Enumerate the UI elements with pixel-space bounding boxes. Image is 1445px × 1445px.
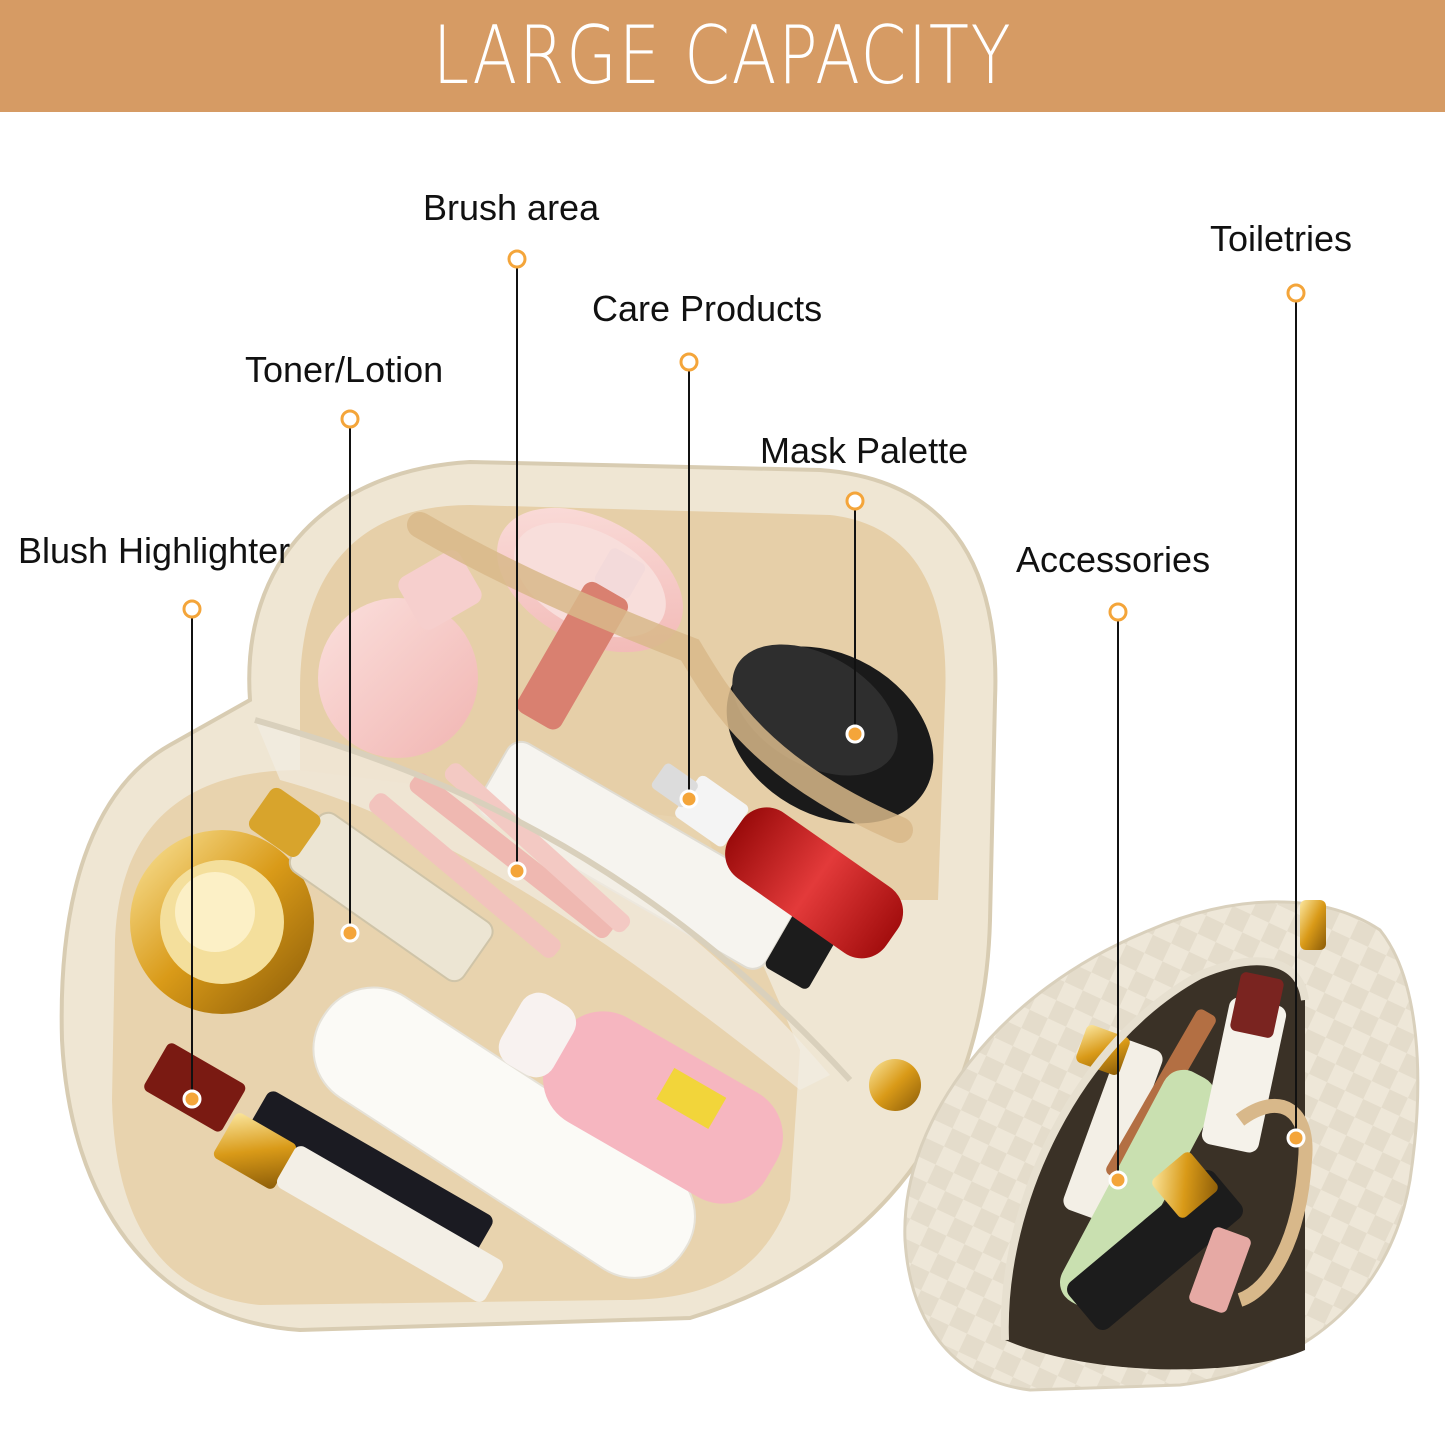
callout-accessories: [1108, 602, 1128, 1190]
callout-end-marker: [1108, 1170, 1128, 1190]
callout-blush-highlighter: [182, 599, 202, 1109]
small-bag-zipper-pull: [1300, 900, 1326, 950]
callout-top-marker: [340, 409, 360, 429]
callout-top-marker: [507, 249, 527, 269]
callout-end-marker: [679, 789, 699, 809]
large-cosmetic-bag: [59, 459, 998, 1333]
callout-end-marker: [1286, 1128, 1306, 1148]
callout-label-blush-highlighter: Blush Highlighter: [18, 530, 291, 571]
callout-mask-palette: [845, 491, 865, 744]
callout-top-marker: [182, 599, 202, 619]
banner-title: LARGE CAPACITY: [432, 9, 1013, 102]
callout-label-toner-lotion: Toner/Lotion: [245, 349, 444, 390]
lipsticks: [144, 1043, 503, 1302]
callout-top-marker: [1108, 602, 1128, 622]
callout-brush-area: [507, 249, 527, 881]
small-bag-contents: [1059, 972, 1313, 1330]
callout-top-marker: [679, 352, 699, 372]
callout-end-marker: [340, 923, 360, 943]
callout-toner-lotion: [340, 409, 360, 943]
callout-label-accessories: Accessories: [1016, 539, 1211, 580]
callout-label-toiletries: Toiletries: [1210, 218, 1353, 259]
callout-label-brush-area: Brush area: [423, 187, 600, 228]
callout-end-marker: [845, 724, 865, 744]
pink-cleanser-bottle: [498, 992, 783, 1204]
callout-label-care-products: Care Products: [592, 288, 823, 329]
callout-top-marker: [1286, 283, 1306, 303]
small-cosmetic-bag: [903, 900, 1420, 1392]
callout-toiletries: [1286, 283, 1306, 1148]
callout-end-marker: [182, 1089, 202, 1109]
callout-end-marker: [507, 861, 527, 881]
callout-care-products: [679, 352, 699, 809]
glass-serum-bottle: [248, 787, 494, 983]
zipper-pull-disc: [869, 1059, 921, 1111]
pink-round-bottle: [318, 550, 482, 758]
header-banner: LARGE CAPACITY: [0, 0, 1445, 112]
white-lotion-bottle: [312, 986, 696, 1279]
callout-top-marker: [845, 491, 865, 511]
callout-label-mask-palette: Mask Palette: [760, 430, 969, 471]
